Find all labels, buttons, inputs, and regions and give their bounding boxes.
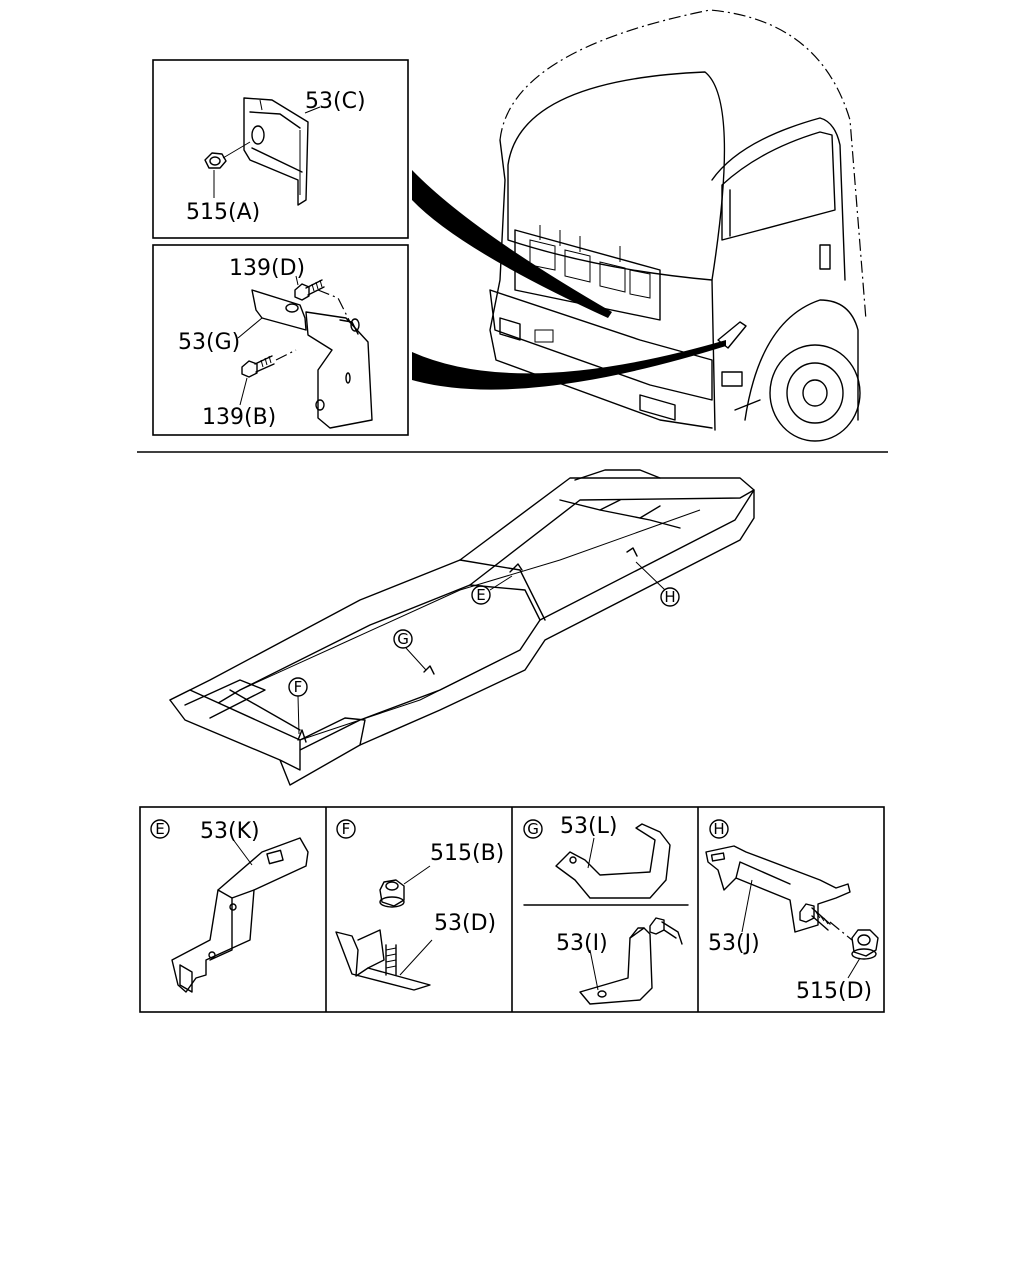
truck-cab-illustration xyxy=(489,9,867,442)
detail-panels xyxy=(139,806,885,1013)
bolt-icon xyxy=(649,917,683,945)
svg-text:F: F xyxy=(342,820,351,838)
svg-text:E: E xyxy=(476,586,485,604)
bolt-icon xyxy=(294,279,325,301)
label-53c: 53(C) xyxy=(305,89,366,114)
callout-g-chassis: G xyxy=(393,629,413,649)
label-139b: 139(B) xyxy=(202,405,276,430)
detail-panel-g: G 53(L) 53(I) xyxy=(523,814,689,1005)
label-53j: 53(J) xyxy=(708,931,760,956)
label-53g: 53(G) xyxy=(178,330,240,355)
svg-text:H: H xyxy=(664,588,675,606)
chassis-frame-illustration xyxy=(169,469,755,786)
leader-wedge-upper xyxy=(412,170,612,318)
detail-panel-h: H 53(J) 515(D) xyxy=(705,819,879,1004)
bolt-icon xyxy=(241,355,275,378)
label-53d: 53(D) xyxy=(434,911,496,936)
leader-wedge-lower xyxy=(412,340,726,390)
svg-text:G: G xyxy=(527,820,539,838)
label-53i: 53(I) xyxy=(556,931,608,956)
detail-panel-f: F 515(B) 53(D) xyxy=(335,819,504,991)
label-515b: 515(B) xyxy=(430,841,504,866)
bolt-icon xyxy=(799,903,831,931)
inset-box-upper: 53(C) 515(A) xyxy=(152,59,409,239)
callout-e-chassis: E xyxy=(471,585,491,605)
callout-h-chassis: H xyxy=(660,587,680,607)
label-53k: 53(K) xyxy=(200,819,260,844)
label-515d: 515(D) xyxy=(796,979,872,1004)
nut-icon xyxy=(204,152,227,169)
flange-nut-icon xyxy=(851,929,879,960)
svg-text:F: F xyxy=(294,678,303,696)
label-515a: 515(A) xyxy=(186,200,260,225)
callout-f-chassis: F xyxy=(288,677,308,697)
svg-text:G: G xyxy=(397,630,409,648)
svg-text:H: H xyxy=(713,820,724,838)
svg-text:E: E xyxy=(155,820,164,838)
label-53l: 53(L) xyxy=(560,814,617,839)
inset-box-lower: 139(D) 53(G) 139(B) xyxy=(152,244,409,436)
label-139d: 139(D) xyxy=(229,256,305,281)
detail-panel-e: E 53(K) xyxy=(150,819,309,993)
flange-nut-icon xyxy=(379,879,405,908)
